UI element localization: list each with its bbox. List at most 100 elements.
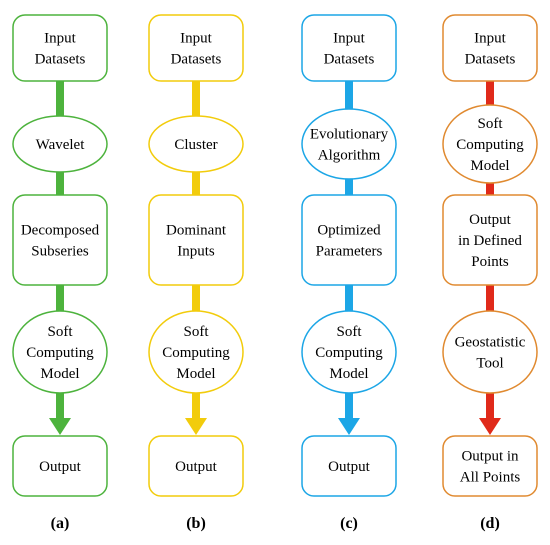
connector-line [345,393,353,419]
node-label: Model [329,366,368,382]
connector-line [56,172,64,195]
node-label: Soft [336,324,362,340]
panel-label: (d) [480,515,500,532]
connector-line [56,393,64,419]
flow-node: Output in All Points [442,435,538,497]
node-label: Geostatistic [455,335,526,351]
node-label: Soft [47,324,73,340]
connector-line [345,179,353,195]
flow-node: Output [301,435,397,497]
node-label: Input [44,31,76,47]
process-ellipse [148,115,244,173]
node-label: Cluster [174,137,217,153]
node-label: Input [180,31,212,47]
node-label: Input [333,31,365,47]
connector-line [486,81,494,105]
connector-line [345,285,353,311]
process-box [12,14,108,82]
process-box [148,194,244,286]
flow-node: Wavelet [12,115,108,173]
process-box [148,14,244,82]
node-label: Dominant [166,223,227,239]
node-label: Model [176,366,215,382]
process-ellipse [12,115,108,173]
flow-node: Cluster [148,115,244,173]
panel-c: InputDatasetsEvolutionaryAlgorithmOptimi… [301,14,397,532]
node-label: Subseries [31,244,89,260]
node-label: Decomposed [21,223,100,239]
node-label: Soft [183,324,209,340]
node-label: Input [474,31,506,47]
panel-a: InputDatasetsWaveletDecomposedSubseriesS… [12,14,108,532]
connector-line [56,285,64,311]
node-label: Output [39,459,82,475]
arrow-head-icon [49,418,71,435]
node-label: Datasets [324,52,375,68]
process-box [442,194,538,286]
node-label: Optimized [317,223,381,239]
process-ellipse [442,310,538,394]
node-label: Inputs [177,244,215,260]
panel-label: (c) [340,515,358,532]
connector-line [192,81,200,116]
node-label: Computing [162,345,230,361]
node-label: Evolutionary [310,127,389,143]
process-box [148,435,244,497]
node-label: Datasets [35,52,86,68]
node-label: Output [469,212,512,228]
connector-line [486,183,494,195]
panel-label: (b) [186,515,206,532]
process-ellipse [12,310,108,394]
connector-line [192,285,200,311]
node-label: Output in [461,449,519,465]
process-ellipse [301,310,397,394]
panel-label: (a) [51,515,70,532]
node-label: Computing [456,137,524,153]
node-label: Tool [476,356,503,372]
node-label: Datasets [171,52,222,68]
connector-line [345,81,353,109]
node-label: Algorithm [318,148,381,164]
node-label: All Points [460,470,521,486]
node-label: Model [470,158,509,174]
node-label: Parameters [316,244,383,260]
node-label: Output [175,459,218,475]
connector-line [56,81,64,116]
node-label: in Defined [458,233,522,249]
connector-line [192,393,200,419]
process-ellipse [442,104,538,184]
process-box [301,435,397,497]
node-label: Wavelet [36,137,86,153]
flow-node: Output [148,435,244,497]
node-label: Points [471,254,509,270]
node-label: Soft [477,116,503,132]
node-label: Model [40,366,79,382]
process-box [301,194,397,286]
node-label: Computing [315,345,383,361]
arrow-head-icon [479,418,501,435]
node-label: Datasets [465,52,516,68]
process-box [301,14,397,82]
flow-node: Output [12,435,108,497]
connector-line [192,172,200,195]
process-box [12,194,108,286]
node-label: Computing [26,345,94,361]
process-box [442,14,538,82]
panel-b: InputDatasetsClusterDominantInputsSoftCo… [148,14,244,532]
